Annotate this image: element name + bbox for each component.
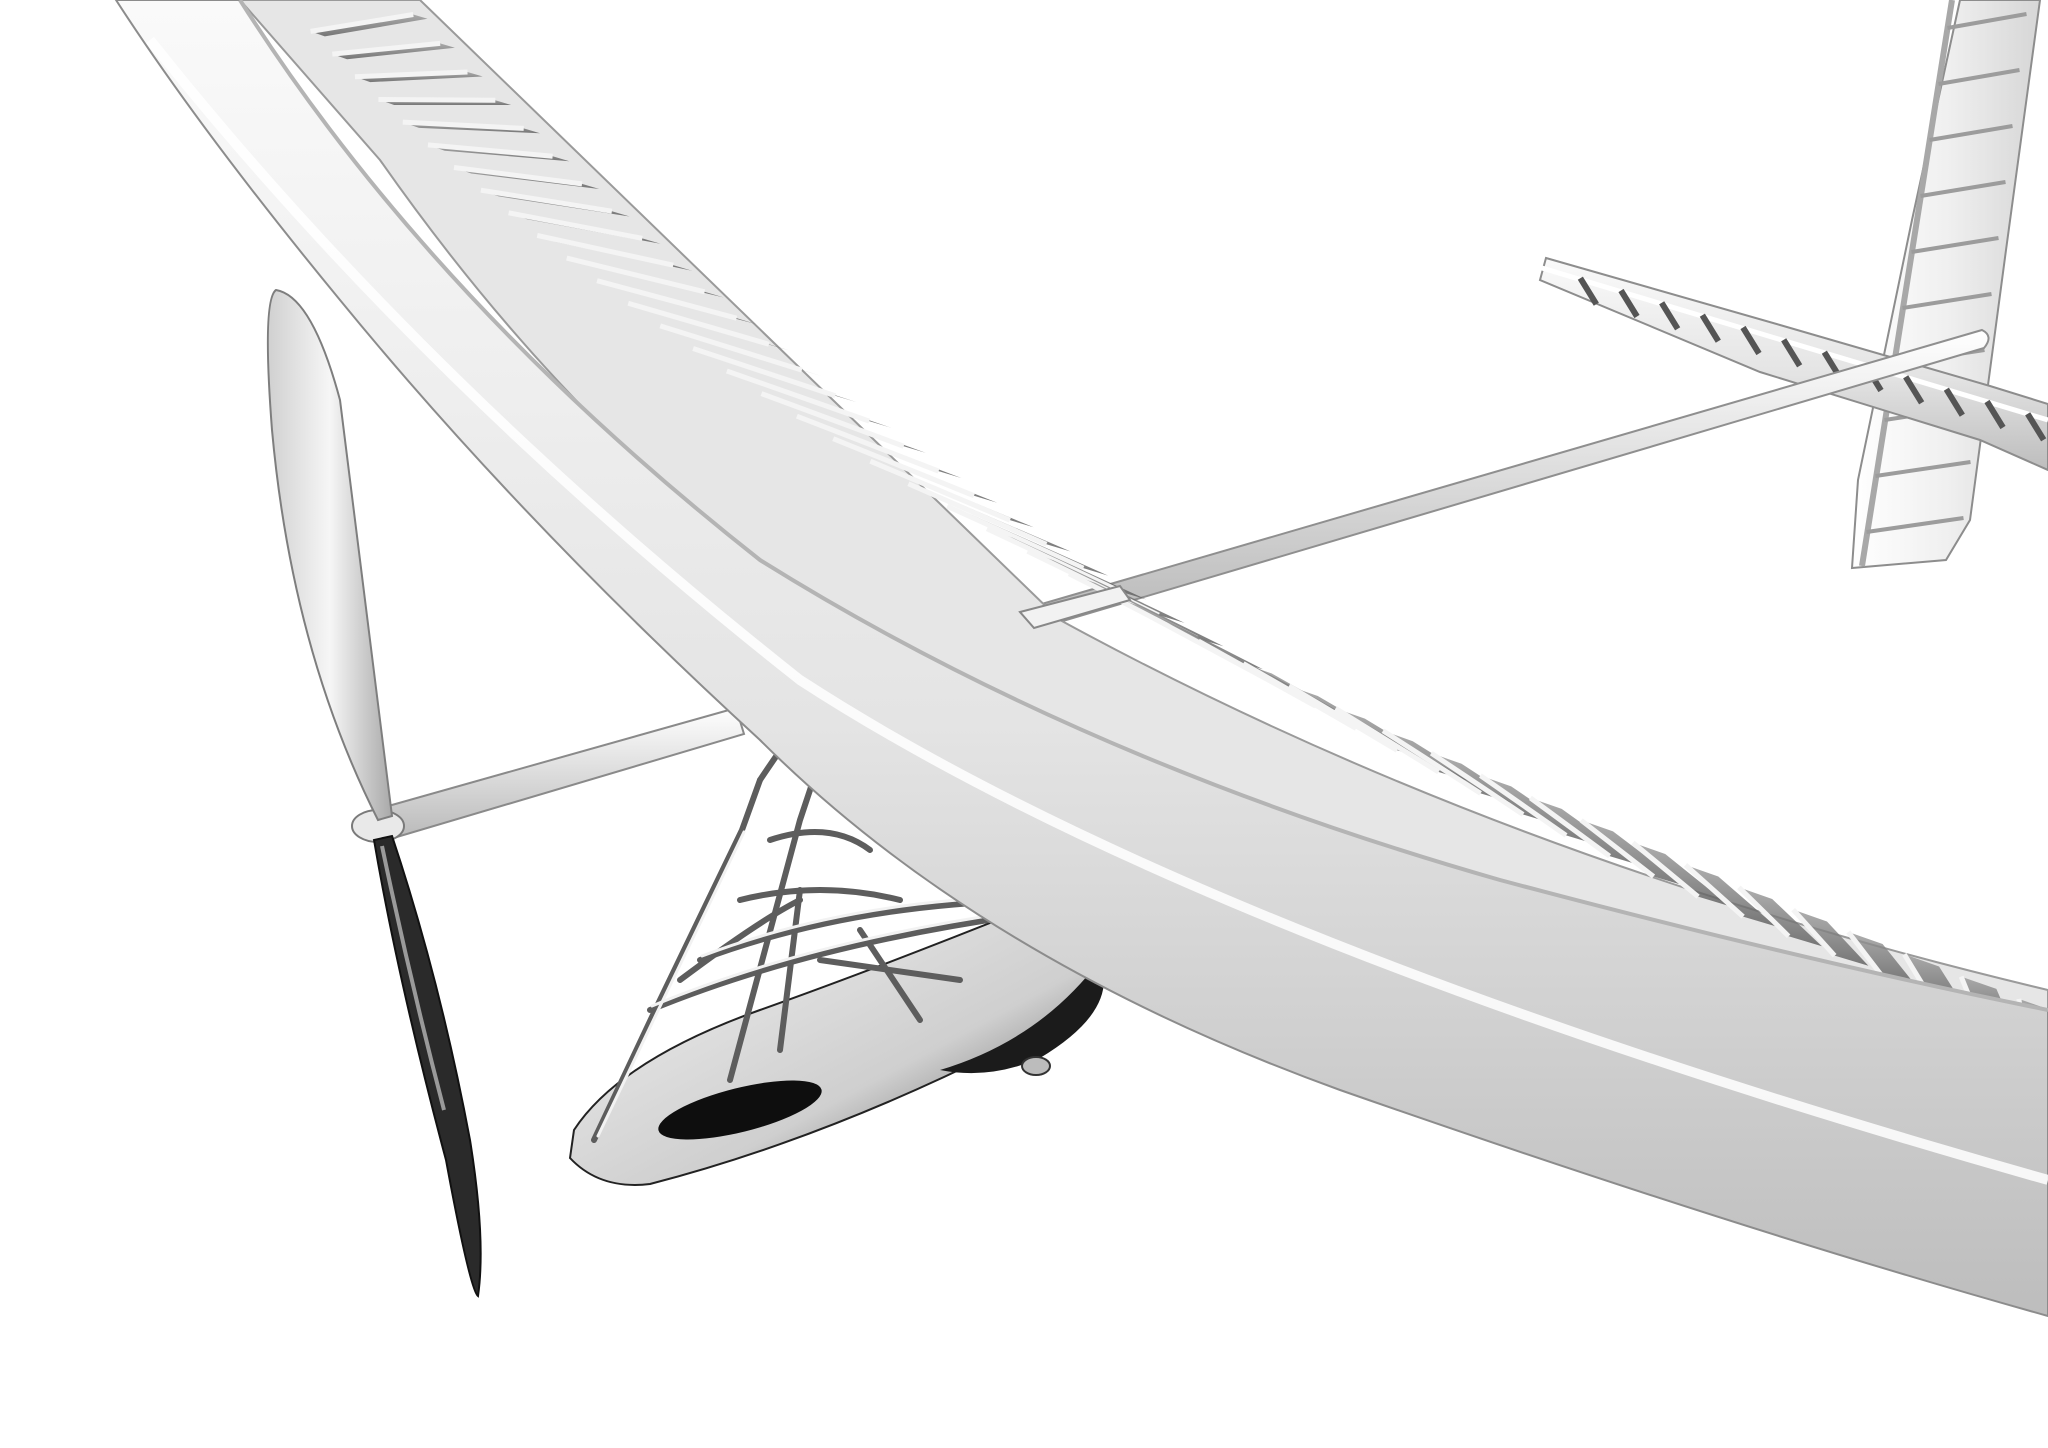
main-wing-spar-line <box>238 0 2048 1012</box>
wing-rib <box>760 391 905 449</box>
propeller-blade-lower-highlight <box>380 845 446 1111</box>
wing-rib <box>596 278 738 321</box>
frame-strut <box>677 897 803 983</box>
main-wing-highlight <box>146 36 2048 1185</box>
vertical-tail-spar <box>1859 0 1955 567</box>
wing-rib <box>566 255 706 295</box>
boom-wing-fairing <box>1018 584 1132 630</box>
wing-rib-bay <box>1530 797 1641 866</box>
frame-strut <box>777 887 803 1053</box>
fuselage-keel <box>940 960 1104 1074</box>
wing-rib <box>354 69 468 80</box>
wing-rib <box>378 96 496 103</box>
wing-rib <box>869 458 1011 523</box>
horizontal-tail-rib <box>1943 387 1965 417</box>
main-wing <box>114 0 2048 1318</box>
propeller-blade-lower <box>372 834 482 1298</box>
wing-rib <box>508 210 643 241</box>
wing-rib <box>1287 683 1399 753</box>
horizontal-tail-rib <box>2025 412 2047 442</box>
wing-rib-bay <box>1581 820 1686 887</box>
wing-rib <box>427 142 553 159</box>
vertical-tail-rib <box>1875 460 1971 478</box>
wing-rib <box>1846 930 1884 977</box>
horizontal-tail-leading-edge <box>1541 265 2048 423</box>
horizontal-tail-rib <box>1659 301 1681 331</box>
frame-strut <box>591 777 763 1143</box>
landing-wheel <box>1021 1056 1051 1076</box>
wing-rib <box>1737 885 1791 939</box>
wing-rib-bay <box>1685 865 1776 927</box>
wing-rib-bay <box>310 14 428 37</box>
wing-rib <box>402 119 524 131</box>
frame-strut <box>767 829 873 853</box>
tail-boom <box>1026 328 1990 628</box>
vertical-tail-rib <box>1866 516 1964 534</box>
wing-rib <box>1631 840 1700 899</box>
wing-rib <box>946 503 1085 571</box>
wing-rib <box>453 165 583 187</box>
horizontal-tail-rib <box>1984 399 2006 430</box>
frame-strut <box>737 887 903 903</box>
wing-rib <box>726 368 871 424</box>
horizontal-tail-rib <box>1740 325 1762 356</box>
horizontal-tail-rib <box>1781 338 1803 368</box>
wing-rib-bay <box>1738 887 1822 947</box>
wing-rib <box>1683 863 1745 919</box>
wing-rib <box>1528 795 1612 859</box>
wing-rib <box>985 526 1122 595</box>
propeller-shaft <box>351 706 746 844</box>
frame-highlight <box>596 830 746 1138</box>
wing-rib-bay <box>1632 842 1731 907</box>
wing-rib-bay <box>1793 909 1869 966</box>
wing-rib <box>627 300 770 347</box>
wing-rib <box>1478 773 1568 838</box>
horizontal-tail-rib <box>1699 313 1721 343</box>
wing-rib <box>332 40 441 57</box>
cockpit-opening <box>658 1080 822 1140</box>
wing-rib <box>1791 907 1837 958</box>
wing-rib <box>480 187 613 214</box>
wing-rib <box>692 346 837 399</box>
wing-rib <box>1579 818 1656 879</box>
wing-rib <box>310 12 414 34</box>
vertical-tail-rib <box>1920 180 2006 198</box>
vertical-tail-rib <box>1947 12 2027 30</box>
horizontal-tail-ribs <box>1577 276 2047 442</box>
vertical-tail-rib <box>1938 68 2020 86</box>
vertical-tail-rib <box>1902 292 1992 310</box>
wing-rib-bay <box>1848 931 1916 986</box>
wing-rib <box>1334 706 1440 775</box>
propeller <box>266 288 482 1298</box>
wing-rib <box>795 413 940 474</box>
wing-rib <box>536 233 674 268</box>
wing-rib <box>832 436 975 499</box>
fuselage-pod <box>568 697 1122 1186</box>
wing-rib <box>1381 728 1482 796</box>
wing-rib <box>659 323 803 373</box>
horizontal-tail-rib <box>1903 375 1925 405</box>
propeller-blade-upper <box>266 288 394 822</box>
vertical-tail <box>1850 0 2042 570</box>
wing-rib <box>907 481 1048 547</box>
propeller-shaft-tube <box>372 706 746 844</box>
vertical-tail-surface <box>1850 0 2042 570</box>
vertical-tail-rib <box>1929 124 2013 142</box>
horizontal-tail <box>1538 256 2048 472</box>
frame-strut <box>857 927 923 1023</box>
vertical-tail-rib <box>1911 236 1999 254</box>
horizontal-tail-rib <box>1618 288 1640 319</box>
horizontal-tail-rib <box>1577 276 1599 306</box>
wing-rib <box>1429 751 1525 817</box>
